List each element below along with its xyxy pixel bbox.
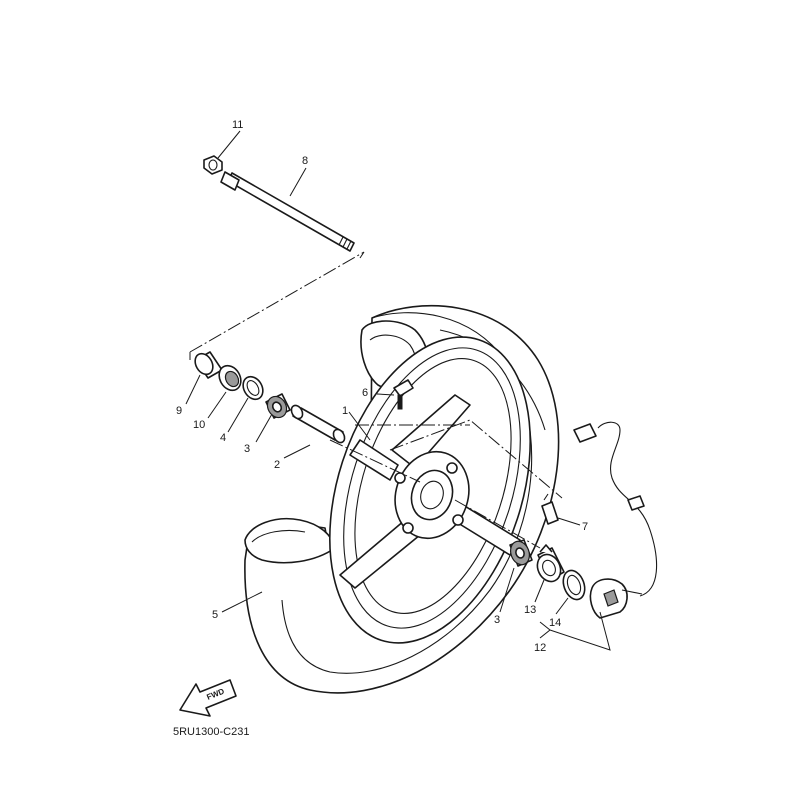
callout-10: 10 — [193, 419, 205, 431]
callout-1: 1 — [342, 405, 348, 417]
collar — [194, 351, 223, 379]
assembly-outline — [189, 251, 563, 549]
callout-2: 2 — [274, 459, 280, 471]
oil-seal — [218, 364, 242, 392]
drawing-code: 5RU1300-C231 — [173, 726, 249, 738]
speedometer-cable — [573, 421, 658, 597]
speedometer-gear-unit — [536, 544, 565, 583]
callout-3-upper: 3 — [244, 443, 250, 455]
washer — [562, 569, 586, 601]
callout-13: 13 — [524, 604, 536, 616]
callout-3-lower: 3 — [494, 614, 500, 626]
callout-11: 11 — [232, 119, 243, 131]
speedometer-housing — [589, 578, 643, 619]
wheel-axle — [220, 171, 355, 252]
forward-direction-arrow: FWD — [179, 679, 237, 717]
callout-12: 12 — [534, 642, 546, 654]
cable-clip — [541, 493, 559, 525]
callout-7: 7 — [582, 521, 588, 533]
callout-4: 4 — [220, 432, 226, 444]
wheel-rim — [329, 336, 531, 644]
callout-6: 6 — [362, 387, 368, 399]
bearing-upper — [265, 393, 291, 419]
callout-14: 14 — [549, 617, 561, 629]
spacer — [290, 404, 346, 444]
circlip — [242, 375, 264, 401]
bearing-lower — [509, 539, 533, 567]
callout-5: 5 — [212, 609, 218, 621]
tire-valve — [393, 379, 414, 410]
axle-nut — [203, 155, 223, 175]
leader-lines — [185, 130, 611, 651]
callout-9: 9 — [176, 405, 182, 417]
callout-8: 8 — [302, 155, 308, 167]
